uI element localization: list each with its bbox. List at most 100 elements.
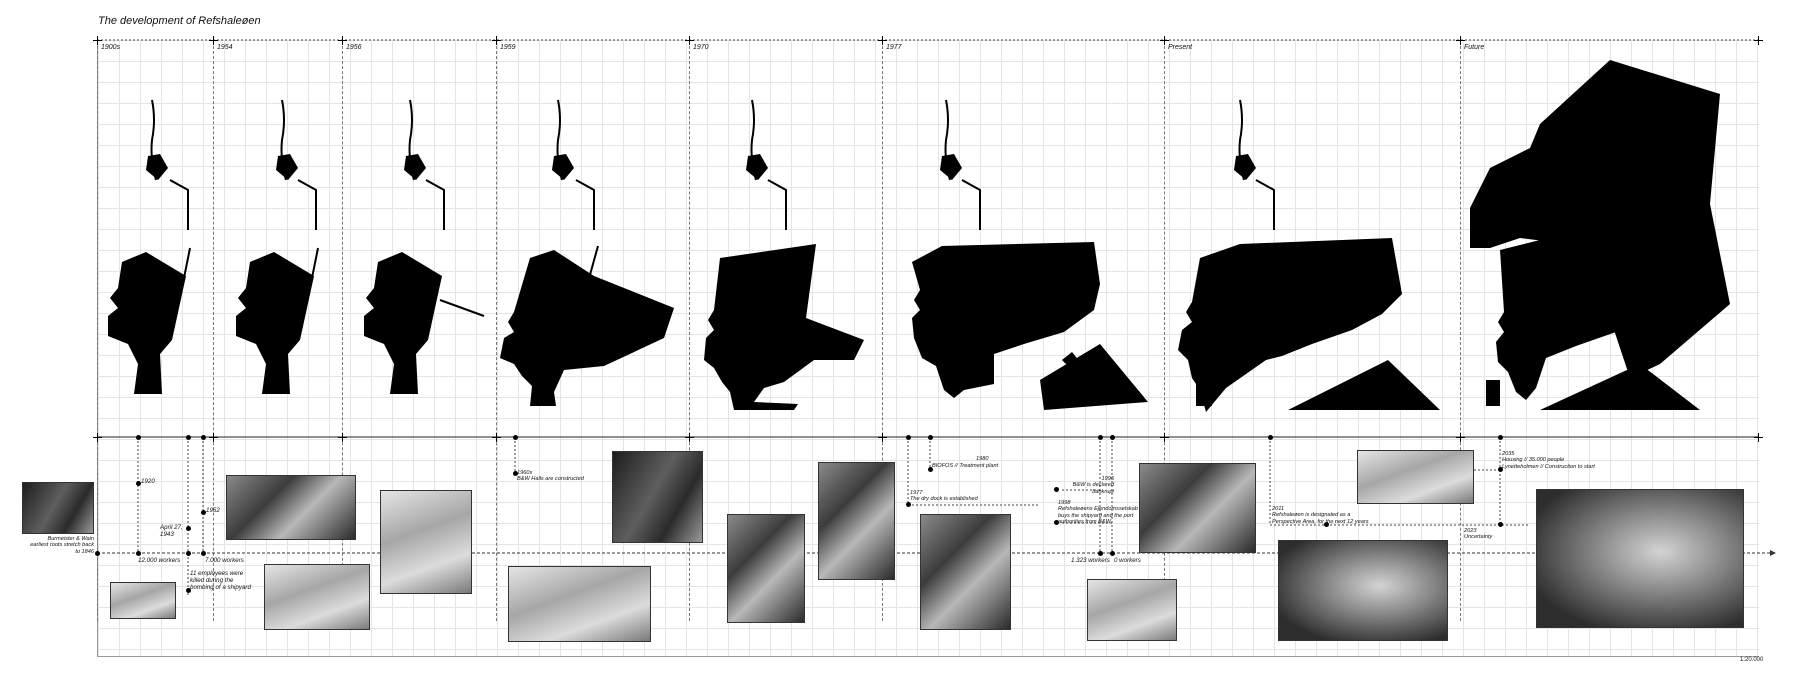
timeline-dot xyxy=(928,467,933,472)
crosshair-marker-icon xyxy=(1754,433,1763,442)
note-7000-workers: 7.000 workers xyxy=(205,557,244,564)
period-divider xyxy=(882,36,883,621)
map-1956 xyxy=(364,99,485,394)
historic-photo xyxy=(1139,463,1256,553)
period-divider xyxy=(342,36,343,621)
timeline-dot xyxy=(186,526,191,531)
note-housing: 2035 Housing // 35.000 people Lynettehol… xyxy=(1502,451,1595,470)
map-future xyxy=(1470,60,1730,410)
historic-photo xyxy=(1278,540,1448,641)
timeline-dot xyxy=(1324,522,1329,527)
historic-photo xyxy=(1536,489,1744,628)
crosshair-marker-icon xyxy=(338,433,347,442)
note-1952: 1952 xyxy=(206,507,220,514)
historic-photo xyxy=(1357,450,1474,504)
note-1323-workers: 1.323 workers xyxy=(1071,557,1110,564)
note-perspective-area: 2011 Refshaleøen is designated as a Pers… xyxy=(1272,506,1369,525)
timeline-dot xyxy=(1498,467,1503,472)
scale-label: 1:20.000 xyxy=(1740,657,1764,663)
historic-photo xyxy=(1087,579,1177,641)
crosshair-marker-icon xyxy=(209,36,218,45)
timeline-dot xyxy=(136,435,141,440)
note-1920: 1920 xyxy=(141,478,155,485)
timeline-dot xyxy=(513,435,518,440)
historic-photo xyxy=(818,462,895,580)
note-bombing: 11 employees were killed during the bomb… xyxy=(190,570,251,591)
timeline-dot xyxy=(136,551,141,556)
period-label-1954: 1954 xyxy=(217,44,233,51)
period-divider xyxy=(213,36,214,621)
period-divider xyxy=(97,36,98,621)
timeline-dot xyxy=(1110,551,1115,556)
period-label-1956: 1956 xyxy=(346,44,362,51)
crosshair-marker-icon xyxy=(338,36,347,45)
timeline-dot xyxy=(1054,487,1059,492)
map-1959 xyxy=(500,99,674,406)
crosshair-marker-icon xyxy=(1160,36,1169,45)
historic-photo xyxy=(612,451,703,543)
map-1954 xyxy=(236,99,319,394)
timeline-dot xyxy=(1098,551,1103,556)
note-biofos: BIOFOS // Treatment plant xyxy=(932,463,999,469)
timeline-dot xyxy=(186,588,191,593)
timeline-dot xyxy=(95,551,100,556)
period-label-1900s: 1900s xyxy=(101,44,121,51)
note-bought: 1998 Refshaleøens Ejendomsselskab buys t… xyxy=(1058,500,1138,525)
period-divider xyxy=(1164,36,1165,621)
historic-photo xyxy=(264,564,370,630)
period-label-1970: 1970 xyxy=(693,44,709,51)
crosshair-marker-icon xyxy=(93,433,102,442)
map-1900s xyxy=(108,99,191,394)
timeline-dot xyxy=(201,551,206,556)
crosshair-marker-icon xyxy=(878,433,887,442)
timeline-dot xyxy=(513,471,518,476)
timeline-dot xyxy=(201,510,206,515)
timeline-dot xyxy=(1054,520,1059,525)
historic-photo xyxy=(22,482,94,534)
historic-photo xyxy=(727,514,805,623)
crosshair-marker-icon xyxy=(1754,36,1763,45)
period-divider xyxy=(689,36,690,621)
timeline-dot xyxy=(1268,435,1273,440)
timeline-dot xyxy=(1498,522,1503,527)
crosshair-marker-icon xyxy=(209,433,218,442)
note-burmeister: Burmeister & Wain earliest roots stretch… xyxy=(30,536,94,555)
crosshair-marker-icon xyxy=(685,36,694,45)
map-present xyxy=(1178,99,1440,412)
note-12000-workers: 12.000 workers xyxy=(138,557,181,564)
note-halls: 1960s B&W Halls are constructed xyxy=(517,470,584,483)
timeline-dot xyxy=(1110,435,1115,440)
timeline-dot xyxy=(186,435,191,440)
timeline-dot xyxy=(928,435,933,440)
timeline-dot xyxy=(201,435,206,440)
historic-photo xyxy=(380,490,472,594)
note-april-1943: April 27, 1943 xyxy=(160,524,183,538)
note-bankrupt: 1996 B&W is declared bankrupt xyxy=(1072,476,1114,495)
historic-photo xyxy=(920,514,1011,630)
crosshair-marker-icon xyxy=(492,36,501,45)
crosshair-marker-icon xyxy=(492,433,501,442)
timeline-dot xyxy=(906,435,911,440)
arrow-head-icon xyxy=(1770,550,1776,556)
period-label-present: Present xyxy=(1168,44,1193,51)
note-1980: 1980 xyxy=(976,456,989,462)
timeline-dot xyxy=(186,551,191,556)
period-label-1959: 1959 xyxy=(500,44,516,51)
timeline-dot xyxy=(136,481,141,486)
note-0-workers: 0 workers xyxy=(1114,557,1141,564)
crosshair-marker-icon xyxy=(685,433,694,442)
map-1970 xyxy=(704,99,864,410)
crosshair-marker-icon xyxy=(1456,433,1465,442)
timeline-dot xyxy=(1098,435,1103,440)
crosshair-marker-icon xyxy=(878,36,887,45)
historic-photo xyxy=(110,582,176,619)
crosshair-marker-icon xyxy=(1456,36,1465,45)
period-divider xyxy=(496,36,497,621)
timeline-dot xyxy=(1498,435,1503,440)
crosshair-marker-icon xyxy=(93,36,102,45)
map-1977 xyxy=(912,99,1148,410)
page-title: The development of Refshaleøen xyxy=(98,15,261,27)
period-divider xyxy=(1460,36,1461,621)
crosshair-marker-icon xyxy=(1160,433,1169,442)
